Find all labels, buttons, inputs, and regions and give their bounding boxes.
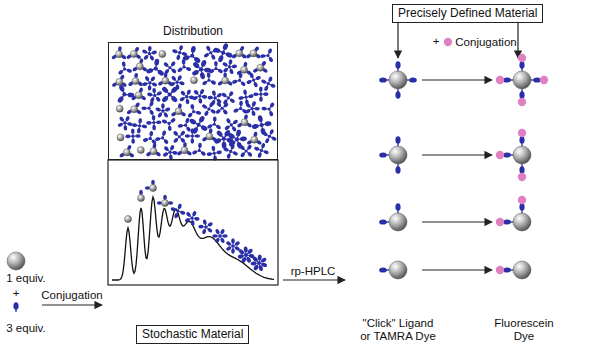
ligand-label: "Click" Ligand or TAMRA Dye [356, 317, 440, 343]
chromatogram-panel [108, 160, 278, 285]
reaction-label: Conjugation [37, 289, 107, 302]
panel-heading: Distribution [109, 24, 277, 38]
distribution-panel: Distribution [108, 42, 278, 160]
arrow [422, 154, 492, 155]
box-title: Stochastic Material [142, 327, 243, 341]
plus-sign: + [429, 35, 443, 48]
box-title: Precisely Defined Material [398, 6, 537, 20]
arrow [397, 23, 398, 58]
reaction-label: Conjugation [451, 36, 521, 49]
method-label: rp-HPLC [283, 265, 343, 278]
dye-label: Fluorescein Dye [491, 317, 557, 343]
arrow [422, 269, 492, 270]
title-box: Stochastic Material [136, 325, 249, 344]
title-box: Precisely Defined Material [392, 4, 543, 23]
arrow [422, 79, 492, 80]
plus-sign: + [9, 287, 23, 300]
arrow [422, 221, 492, 222]
arrow [283, 279, 345, 280]
arrow [517, 23, 518, 58]
amount-label: 3 equiv. [2, 322, 50, 335]
arrow [42, 304, 102, 305]
amount-label: 1 equiv. [2, 272, 50, 285]
